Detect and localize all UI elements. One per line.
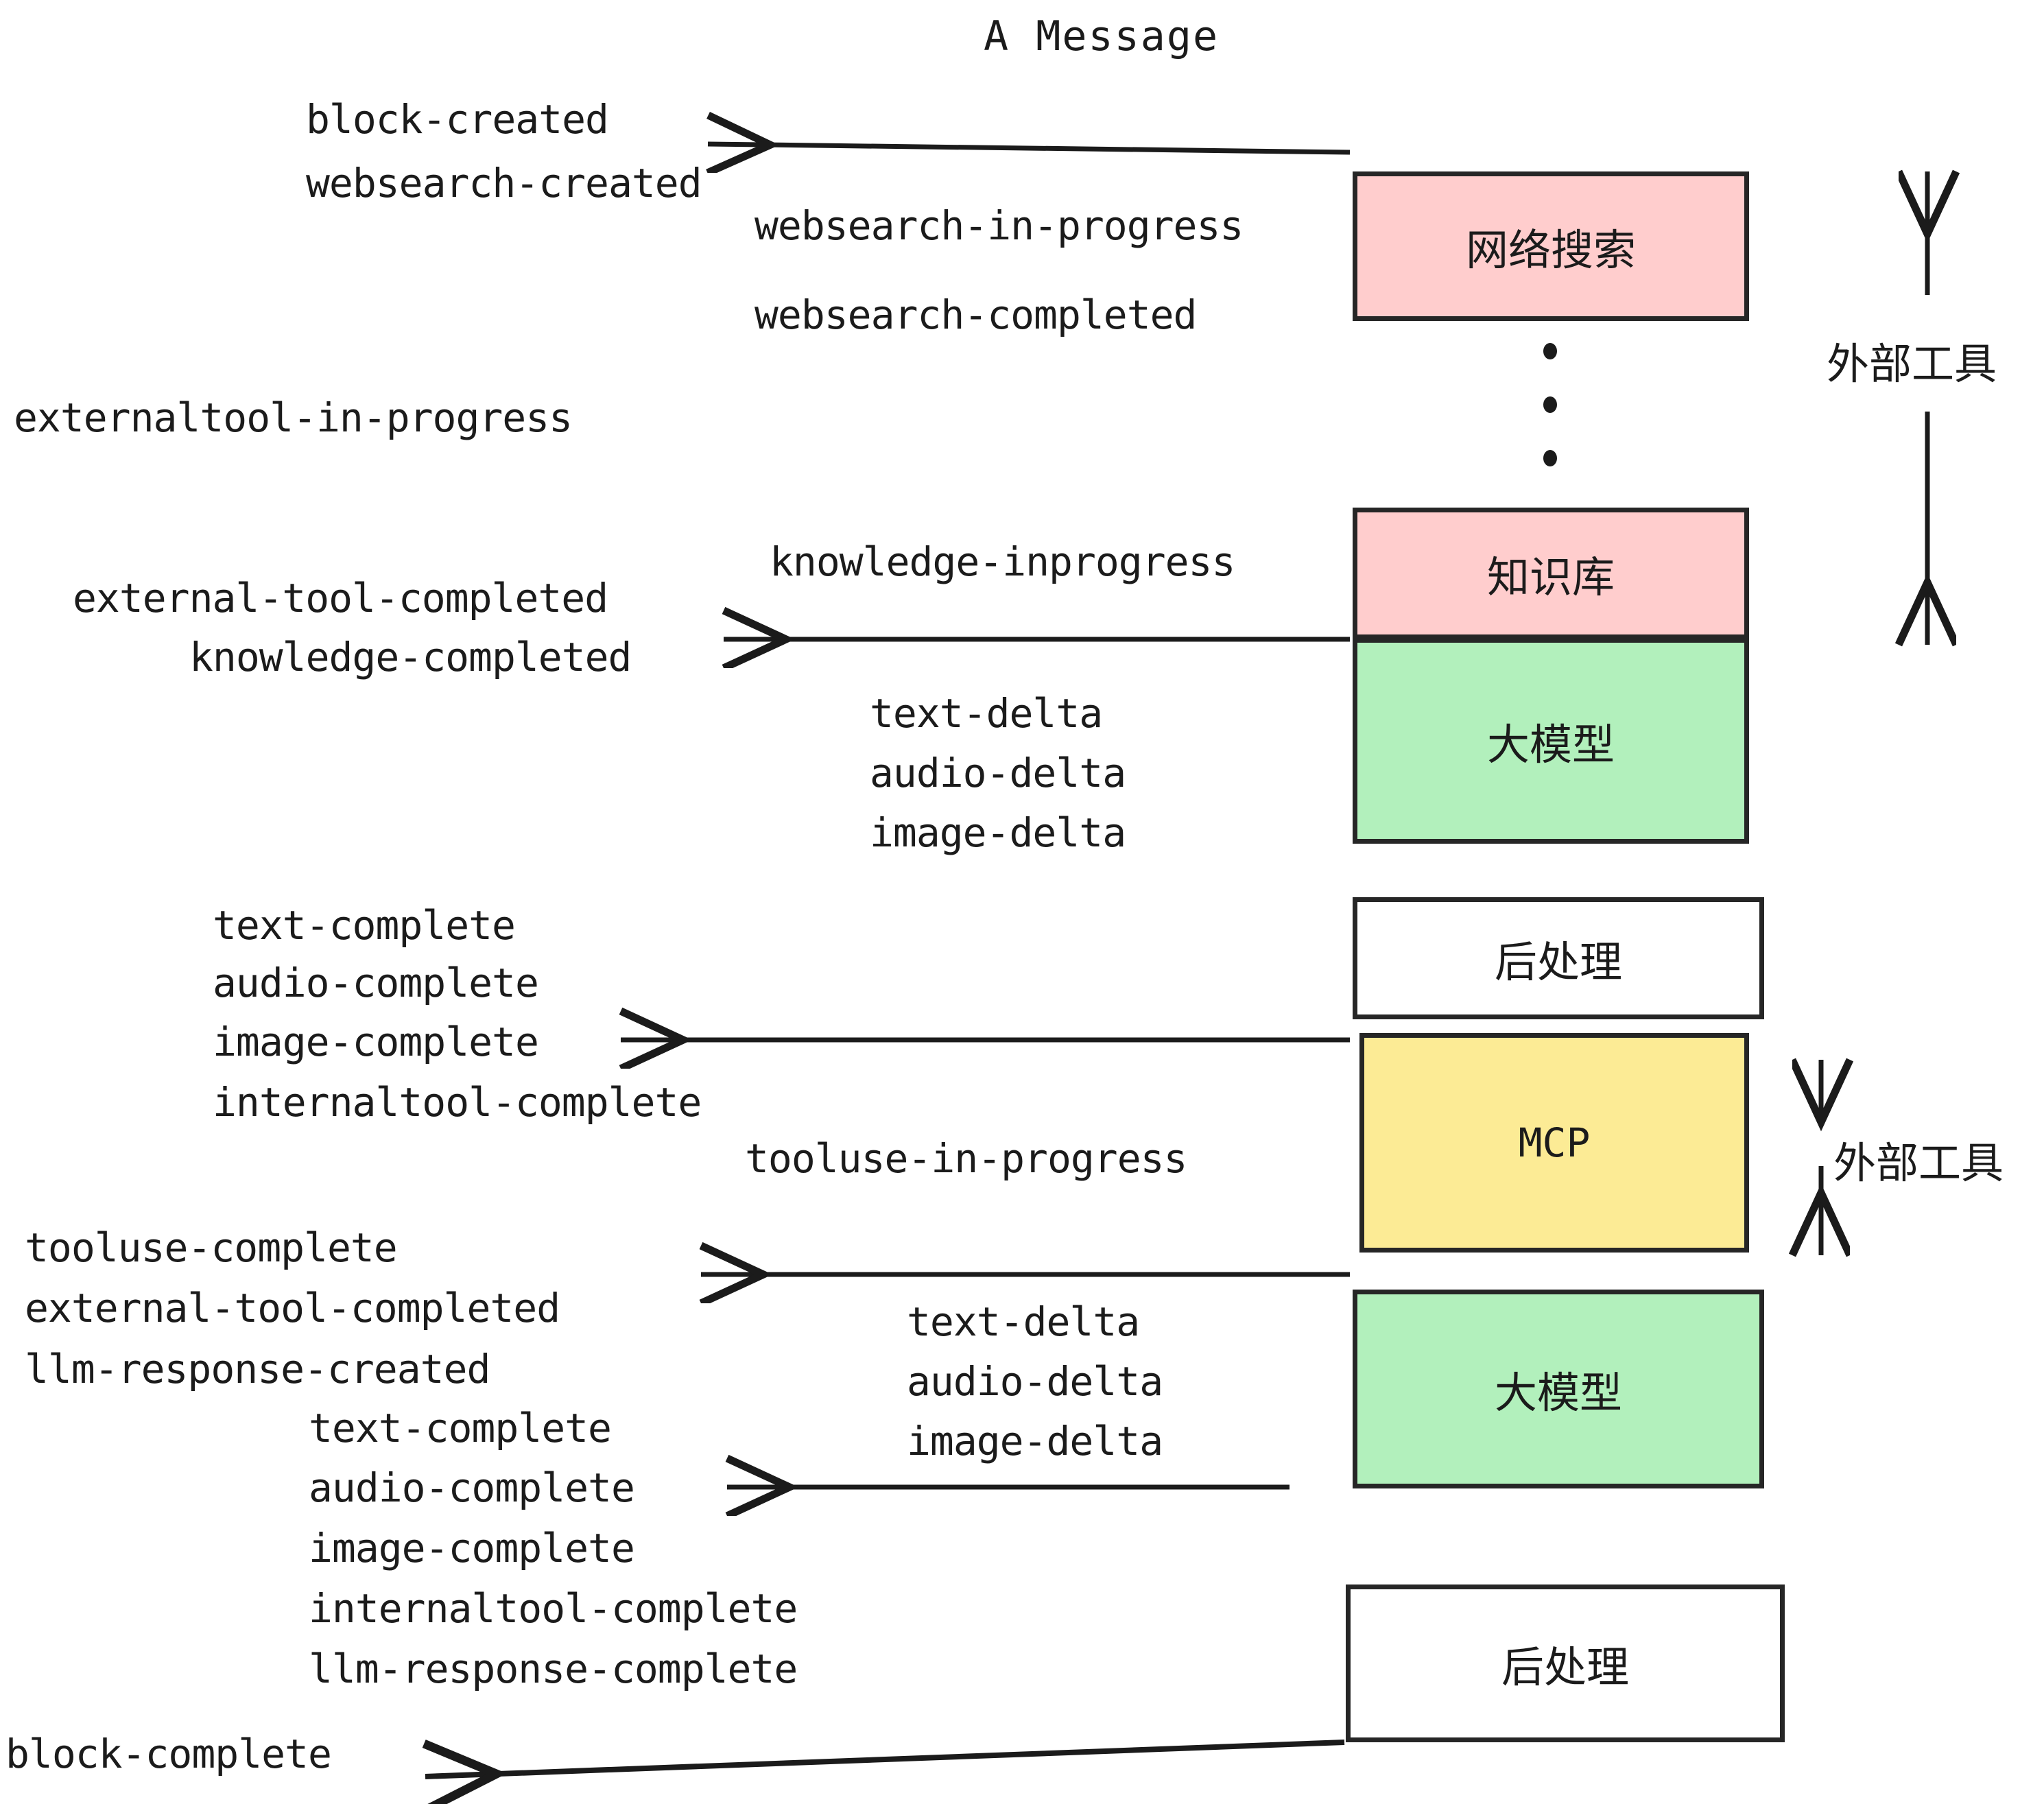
event-audio-complete-upper: audio-complete xyxy=(213,960,539,1006)
event-audio-complete-lower: audio-complete xyxy=(309,1464,635,1511)
event-external-tool-completed-upper: external-tool-completed xyxy=(73,575,608,621)
event-audio-delta-lower: audio-delta xyxy=(907,1358,1163,1405)
event-image-complete-lower: image-complete xyxy=(309,1525,635,1571)
box-label: 后处理 xyxy=(1494,937,1622,987)
box-label: 网络搜索 xyxy=(1465,225,1636,275)
arrow-postprocess-to-block-complete xyxy=(425,1740,1345,1777)
event-internaltool-complete-upper: internaltool-complete xyxy=(213,1079,702,1126)
box-llm-lower: 大模型 xyxy=(1353,1290,1764,1488)
box-label: 知识库 xyxy=(1486,552,1615,602)
box-label: 后处理 xyxy=(1501,1642,1629,1692)
event-text-complete-lower: text-complete xyxy=(309,1405,612,1451)
event-knowledge-completed: knowledge-completed xyxy=(189,634,632,680)
event-text-delta-lower: text-delta xyxy=(907,1298,1140,1345)
event-websearch-created: websearch-created xyxy=(306,160,702,206)
event-audio-delta-upper: audio-delta xyxy=(870,750,1126,796)
event-text-complete-upper: text-complete xyxy=(213,902,516,949)
box-postprocess-lower: 后处理 xyxy=(1346,1585,1785,1742)
box-label: 大模型 xyxy=(1486,720,1615,770)
vertical-ellipsis-icon xyxy=(1542,343,1558,466)
event-text-delta-upper: text-delta xyxy=(870,690,1103,737)
event-block-complete: block-complete xyxy=(5,1731,332,1777)
page-title: A Message xyxy=(984,12,1220,60)
event-external-tool-completed-lower: external-tool-completed xyxy=(25,1285,560,1331)
side-label-external-tools-lower: 外部工具 xyxy=(1833,1138,2004,1188)
box-label: 大模型 xyxy=(1494,1368,1622,1418)
event-tooluse-complete: tooluse-complete xyxy=(25,1224,398,1271)
event-block-created: block-created xyxy=(306,96,609,143)
event-knowledge-inprogress: knowledge-inprogress xyxy=(770,538,1235,585)
event-llm-response-complete: llm-response-complete xyxy=(309,1646,798,1692)
event-image-delta-upper: image-delta xyxy=(870,809,1126,856)
event-websearch-in-progress: websearch-in-progress xyxy=(754,202,1244,249)
side-label-external-tools-upper: 外部工具 xyxy=(1827,339,1997,389)
box-mcp: MCP xyxy=(1359,1033,1749,1253)
event-externaltool-in-progress: externaltool-in-progress xyxy=(14,394,573,441)
box-knowledge-base: 知识库 xyxy=(1353,508,1749,639)
event-llm-response-created: llm-response-created xyxy=(25,1346,490,1392)
box-label: MCP xyxy=(1518,1119,1591,1166)
box-web-search: 网络搜索 xyxy=(1353,171,1749,321)
event-image-complete-upper: image-complete xyxy=(213,1019,539,1065)
event-internaltool-complete-lower: internaltool-complete xyxy=(309,1585,798,1632)
box-postprocess-upper: 后处理 xyxy=(1353,897,1764,1019)
event-websearch-completed: websearch-completed xyxy=(754,292,1197,338)
box-llm-upper: 大模型 xyxy=(1353,638,1749,844)
event-image-delta-lower: image-delta xyxy=(907,1418,1163,1464)
event-tooluse-in-progress: tooluse-in-progress xyxy=(745,1135,1187,1182)
arrow-websearch-to-created xyxy=(708,144,1351,152)
